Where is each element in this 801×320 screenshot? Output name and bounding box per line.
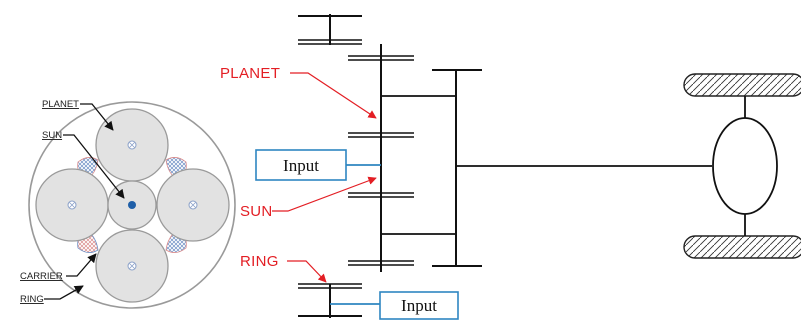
sun-shaft (128, 201, 136, 209)
schematic-planet-leader (290, 72, 377, 119)
schematic-ring-leader (287, 260, 327, 283)
pin (188, 200, 198, 210)
schematic-ring-label: RING (240, 253, 279, 270)
pin (127, 140, 137, 150)
sun-label: SUN (42, 130, 62, 141)
planetary-front-view: PLANET SUN CARRIER RING (20, 99, 236, 309)
gear-schematic (298, 14, 712, 318)
wheel-assembly (683, 73, 801, 259)
pin (67, 200, 77, 210)
ring-leader (44, 285, 84, 300)
pin (127, 261, 137, 271)
differential (712, 117, 778, 215)
schematic-sun-label: SUN (240, 203, 273, 220)
planet-leader (80, 103, 114, 131)
carrier-label: CARRIER (20, 271, 63, 282)
planet-gear-marks (348, 55, 414, 266)
svg-text:Input: Input (401, 296, 437, 315)
wheel-bottom (683, 235, 801, 259)
ring-label: RING (20, 294, 44, 305)
schematic-sun-leader (272, 176, 377, 212)
sun-leader (63, 134, 125, 199)
schematic-planet-label: PLANET (220, 65, 280, 82)
wheel-top (683, 73, 801, 97)
planet-label: PLANET (42, 99, 79, 110)
input-box-ring: Input (379, 291, 459, 320)
input-box-sun: Input (255, 149, 347, 181)
svg-text:Input: Input (283, 156, 319, 175)
input-connections (330, 164, 381, 305)
carrier-leader (66, 253, 97, 277)
planet-pins (67, 140, 198, 271)
